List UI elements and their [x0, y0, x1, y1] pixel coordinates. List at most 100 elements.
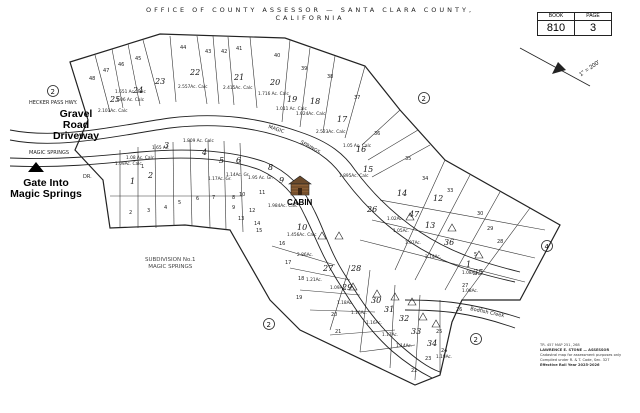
lot-number: 26	[366, 205, 377, 214]
sub-lot-number: 27	[462, 283, 468, 289]
lot-number: 29	[341, 283, 352, 292]
sub-lot-number: 44	[180, 45, 186, 51]
acreage-label: 1.19Ac.	[436, 354, 452, 360]
acreage-label: 1.14Ac.	[396, 343, 412, 349]
lot-number: 17	[337, 115, 348, 124]
acreage-label: 1.21Ac.	[306, 277, 322, 283]
circled-ref: 2	[267, 321, 271, 329]
sub-lot-number: 23	[425, 356, 431, 362]
sub-lot-number: 24	[441, 348, 447, 354]
assessor-info-box: LAWRENCE E. STONE — ASSESSOR Cadastral m…	[540, 348, 635, 368]
road-label-magic: MAGIC	[267, 124, 285, 135]
book-number: 810	[546, 22, 566, 34]
lot-number: 1	[466, 260, 471, 269]
acreage-label: 2.557Ac. Calc	[178, 84, 208, 90]
road-label-hecker: HECKER PASS HWY.	[29, 100, 78, 106]
info-line-2: Cadastral map for assessment purposes on…	[540, 353, 622, 357]
sub-lot-number: 42	[221, 49, 227, 55]
sub-lot-number: 40	[274, 53, 280, 59]
lot-number: 32	[399, 314, 409, 323]
sub-lot-number: 39	[301, 66, 307, 72]
sub-lot-number: 13	[238, 216, 244, 222]
road-label-magic-springs: MAGIC SPRINGS	[29, 150, 69, 156]
acreage-label: 1.14Ac. Gr.	[226, 172, 250, 178]
acreage-label: 1.17Ac. Gr.	[208, 176, 232, 182]
sub-lot-number: 16	[279, 241, 285, 247]
sub-lot-number: 41	[236, 46, 242, 52]
page-label: PAGE	[575, 13, 611, 21]
lot-number: 28	[350, 264, 361, 273]
acreage-label: 1.984Ac. Calc	[268, 203, 298, 209]
road-lines	[9, 115, 521, 379]
sub-lot-number: 22	[411, 368, 417, 374]
lot-number: 25	[109, 95, 120, 104]
sub-lot-number: 38	[327, 74, 333, 80]
acreage-label: 1.02Ac.	[387, 216, 403, 222]
gate-annotation: Gate Into Magic Springs	[10, 177, 82, 200]
acreage-label: 1.09Ac.	[330, 285, 346, 291]
acreage-label: 2.415Ac. Calc	[223, 85, 253, 91]
acreage-label: 1.09Ac. Calc	[115, 161, 142, 167]
sub-lot-number: 21	[335, 329, 341, 335]
sub-lot-number: 29	[487, 226, 493, 232]
sub-lot-number: 34	[422, 176, 428, 182]
acreage-label: 1.456Ac. Calc	[287, 232, 317, 238]
cabin-icon	[288, 175, 312, 196]
sub-lot-number: 33	[447, 188, 453, 194]
lot-number: 4	[201, 148, 207, 157]
lot-number: 20	[269, 78, 280, 87]
sub-lot-number: 43	[205, 49, 211, 55]
acreage-label: 1.08Ac.	[462, 288, 478, 294]
road-label-creek: Bodfish Creek	[470, 306, 505, 319]
subdivision-boundary	[69, 33, 561, 386]
book-page-box: BOOK 810 PAGE 3	[537, 12, 612, 36]
acreage-label: 1.16Ac.	[366, 320, 382, 326]
lot-number: 12	[433, 194, 443, 203]
acreage-label: 2.523Ac. Calc	[316, 129, 346, 135]
gate-arrow-icon	[28, 162, 44, 172]
sub-lot-number: 3	[147, 208, 150, 214]
acreage-label: 1.06 Ac. Calc	[116, 97, 145, 103]
sub-lot-number: 26	[456, 307, 462, 313]
circled-ref: 2	[474, 336, 478, 344]
circled-ref: 2	[51, 88, 55, 96]
acreage-label: 1.17Ac.	[382, 332, 398, 338]
info-line-4: Effective Roll Year 2025-2026	[540, 363, 600, 367]
lot-number: 33	[411, 327, 421, 336]
lot-number: 2	[147, 171, 153, 180]
lot-number: 18	[310, 97, 320, 106]
lot-number: 16	[356, 145, 366, 154]
lot-number: 21	[233, 73, 244, 82]
sub-lot-number: 8	[232, 195, 235, 201]
survey-markers	[317, 212, 484, 328]
lot-number: 24	[132, 86, 143, 95]
sub-lot-number: 7	[212, 195, 215, 201]
sub-lot-number: 48	[89, 76, 95, 82]
acreage-label: 1.16Ac.	[351, 310, 367, 316]
lot-number: 30	[371, 296, 381, 305]
lot-number: 23	[154, 77, 165, 86]
lot-number: 19	[287, 95, 297, 104]
sub-lot-number: 10	[239, 192, 245, 198]
page-cell: PAGE 3	[575, 13, 611, 35]
sub-lot-number: 6	[196, 196, 199, 202]
info-line-3: Compiled under R. & T. Code, Sec. 327	[540, 358, 610, 362]
subdivision-label: SUBDIVISION No.1 MAGIC SPRINGS	[145, 257, 196, 270]
lot-number: 14	[397, 189, 407, 198]
lot-number: 31	[384, 305, 394, 314]
lot-number: 10	[297, 223, 307, 232]
road-label-dr: DR.	[83, 174, 92, 180]
sub-lot-number: 35	[405, 156, 411, 162]
sub-lot-number: 28	[497, 239, 503, 245]
sub-lot-number: 19	[296, 295, 302, 301]
lot-number: 15	[363, 165, 373, 174]
lot-number: 47	[408, 210, 420, 219]
lot-number: 6	[236, 156, 241, 165]
info-line-1: LAWRENCE E. STONE — ASSESSOR	[540, 348, 610, 352]
tract-note: TR. 457 MAP 251, 268	[540, 343, 580, 347]
book-cell: BOOK 810	[538, 13, 575, 35]
sub-lot-number: 18	[298, 276, 304, 282]
book-label: BOOK	[538, 13, 574, 21]
